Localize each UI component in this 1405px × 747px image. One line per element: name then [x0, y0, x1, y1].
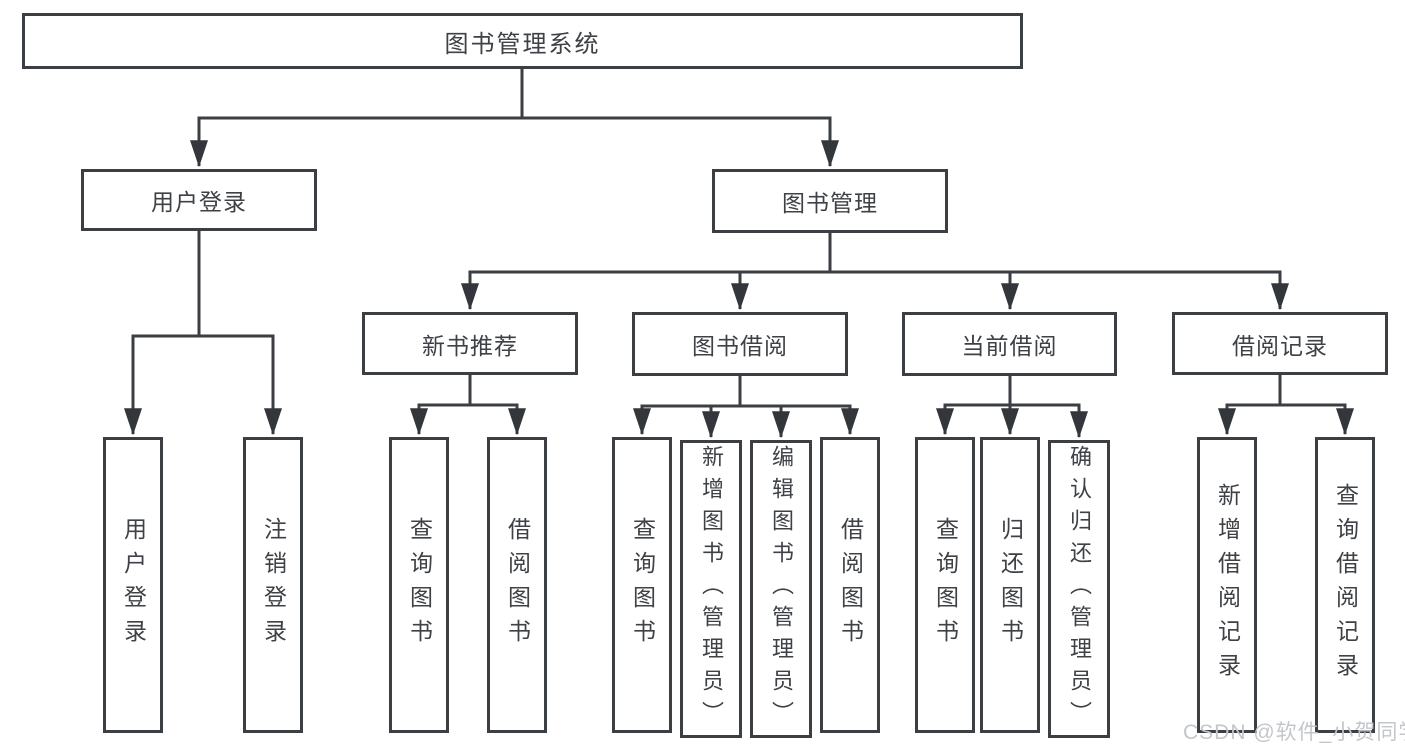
node-book-management-branch: 图书管理	[712, 169, 948, 233]
leaf-add-borrow-record-label: 新增借阅记录	[1214, 483, 1241, 687]
leaf-recommend-query-books-label: 查询图书	[406, 517, 433, 653]
connector-book-management-to-level3	[461, 233, 1289, 311]
leaf-borrow-query-books-label: 查询图书	[629, 517, 656, 653]
leaf-borrow-books: 借阅图书	[820, 437, 880, 733]
node-user-login-branch-label: 用户登录	[151, 189, 247, 215]
leaf-edit-books-admin: 编辑图书（管理员）	[750, 440, 812, 738]
leaf-current-query-books: 查询图书	[915, 437, 975, 733]
node-current-borrow-label: 当前借阅	[961, 333, 1058, 359]
node-new-book-recommend-label: 新书推荐	[422, 332, 518, 359]
leaf-current-query-books-label: 查询图书	[932, 517, 959, 653]
node-root-label: 图书管理系统	[444, 30, 601, 58]
leaf-return-books: 归还图书	[980, 437, 1040, 733]
leaf-query-borrow-record-label: 查询借阅记录	[1332, 483, 1359, 687]
leaf-add-borrow-record: 新增借阅记录	[1197, 437, 1257, 733]
node-book-borrow-label: 图书借阅	[692, 333, 788, 359]
leaf-recommend-borrow-books: 借阅图书	[487, 437, 547, 733]
leaf-user-login-label: 用户登录	[120, 517, 147, 653]
node-book-borrow: 图书借阅	[632, 312, 848, 376]
leaf-borrow-books-label: 借阅图书	[837, 517, 864, 653]
node-user-login-branch: 用户登录	[81, 169, 317, 231]
leaf-add-books-admin: 新增图书（管理员）	[680, 440, 742, 738]
node-borrow-records-label: 借阅记录	[1232, 332, 1328, 359]
node-book-management-branch-label: 图书管理	[782, 190, 878, 216]
leaf-recommend-query-books: 查询图书	[389, 437, 449, 733]
connector-new-book-recommend-to-leaves	[410, 375, 526, 436]
leaf-add-books-admin-label: 新增图书（管理员）	[699, 445, 724, 733]
connector-root-to-level2	[190, 69, 839, 168]
leaf-query-borrow-record: 查询借阅记录	[1315, 437, 1375, 733]
connector-book-borrow-to-leaves	[633, 376, 859, 439]
leaf-recommend-borrow-books-label: 借阅图书	[504, 517, 531, 653]
node-root-library-management-system: 图书管理系统	[22, 13, 1023, 69]
leaf-borrow-query-books: 查询图书	[612, 437, 672, 733]
node-new-book-recommend: 新书推荐	[362, 312, 578, 375]
node-current-borrow: 当前借阅	[902, 312, 1117, 376]
connector-user-login-to-leaves	[124, 231, 282, 436]
leaf-user-login: 用户登录	[103, 437, 163, 733]
connector-borrow-records-to-leaves	[1218, 375, 1354, 436]
connector-current-borrow-to-leaves	[936, 376, 1088, 439]
leaf-logout: 注销登录	[243, 437, 303, 733]
node-borrow-records: 借阅记录	[1172, 312, 1388, 375]
leaf-logout-label: 注销登录	[260, 517, 287, 653]
leaf-confirm-return-admin: 确认归还（管理员）	[1048, 440, 1110, 738]
leaf-edit-books-admin-label: 编辑图书（管理员）	[769, 445, 794, 733]
leaf-confirm-return-admin-label: 确认归还（管理员）	[1067, 445, 1092, 733]
leaf-return-books-label: 归还图书	[997, 517, 1024, 653]
